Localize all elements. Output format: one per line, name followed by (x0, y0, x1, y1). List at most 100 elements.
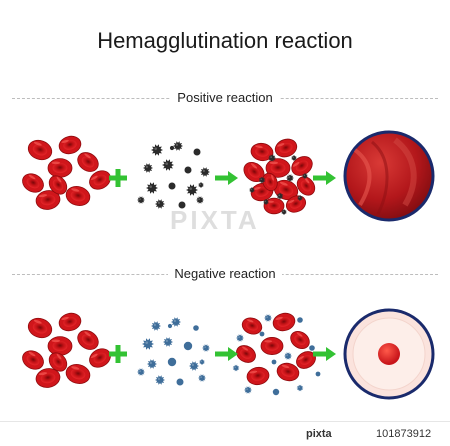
virus-icon (297, 317, 303, 323)
virus-icon (176, 378, 184, 386)
red-cell-button (378, 343, 400, 365)
antibody-icon (168, 182, 176, 190)
cells-layer (22, 135, 316, 388)
antibody-icon (173, 141, 183, 151)
antibody-icon (146, 182, 158, 194)
footer-image-id: 101873912 (376, 428, 432, 440)
red-blood-cell-icon (274, 138, 298, 158)
antibody-icon (162, 159, 174, 171)
red-blood-cell-icon (58, 135, 82, 155)
red-blood-cell-icon (250, 142, 274, 162)
virus-icon (183, 341, 193, 351)
antibody-icon (263, 199, 269, 205)
antibody-icon (137, 196, 145, 204)
antibody-icon (268, 154, 276, 162)
red-blood-cell-icon (276, 362, 300, 382)
negative-section-label: Negative reaction (0, 266, 450, 281)
virus-icon (142, 338, 154, 350)
virus-icon (244, 386, 252, 394)
antibody-icon (143, 163, 153, 173)
virus-icon (151, 321, 161, 331)
virus-icon (315, 371, 321, 377)
virus-icon (155, 375, 165, 385)
virus-icon (284, 352, 292, 360)
red-blood-cell-icon (48, 175, 68, 195)
red-blood-cell-icon (58, 312, 82, 332)
red-blood-cell-icon (89, 348, 111, 368)
virus-icon (198, 374, 206, 382)
virus-icon (167, 323, 173, 329)
wells-layer (343, 130, 435, 400)
red-blood-cell-icon (246, 366, 270, 386)
antibody-icon (200, 167, 210, 177)
virus-icon (163, 337, 173, 347)
virus-icon (296, 384, 304, 392)
antibody-icon (249, 187, 255, 193)
antibody-icon (155, 199, 165, 209)
virus-icon (264, 314, 272, 322)
virus-icon (271, 359, 277, 365)
virus-icon (171, 317, 181, 327)
antibody-icon (196, 196, 204, 204)
red-blood-cell-icon (241, 317, 263, 335)
test-well-icon (343, 130, 435, 222)
antibody-icon (281, 209, 287, 215)
antibody-icon (258, 176, 266, 184)
page-title: Hemagglutination reaction (97, 28, 353, 53)
red-blood-cell-icon (291, 156, 313, 176)
virus-icon (202, 344, 210, 352)
virus-icon (259, 331, 265, 337)
antibody-icon (276, 192, 284, 200)
antibody-icon (151, 144, 163, 156)
red-blood-cell-icon (262, 172, 278, 192)
virus-icon (147, 359, 157, 369)
antibody-icon (297, 195, 303, 201)
virus-icon (309, 345, 315, 351)
antibody-icon (291, 155, 297, 161)
virus-icon (167, 357, 177, 367)
antibody-icon (286, 174, 294, 182)
footer-bar: pixta 101873912 (0, 421, 450, 446)
red-blood-cell-icon (89, 170, 111, 190)
plus-icon (109, 169, 127, 187)
red-blood-cell-icon (22, 173, 44, 193)
red-blood-cell-icon (265, 158, 291, 178)
red-blood-cell-icon (260, 337, 284, 355)
red-blood-cell-icon (296, 351, 316, 369)
virus-icon (272, 388, 280, 396)
virus-icon (199, 359, 205, 365)
red-blood-cell-icon (77, 152, 99, 172)
red-blood-cell-icon (35, 368, 61, 388)
red-blood-cell-icon (27, 317, 53, 339)
virus-icon (189, 361, 199, 371)
plus-icon (109, 345, 127, 363)
footer-brand: pixta (306, 428, 332, 440)
red-blood-cell-icon (47, 158, 73, 178)
negative-label-text: Negative reaction (168, 266, 282, 281)
red-blood-cell-icon (77, 330, 99, 350)
antibody-icon (169, 145, 175, 151)
positive-section-label: Positive reaction (0, 90, 450, 105)
symbols-layer (109, 141, 336, 396)
red-blood-cell-icon (272, 312, 296, 332)
arrow-right-icon (215, 347, 238, 361)
red-blood-cell-icon (27, 139, 53, 161)
arrow-right-icon (313, 171, 336, 185)
antibody-icon (193, 148, 201, 156)
watermark: PIXTA (170, 205, 260, 235)
red-blood-cell-icon (290, 331, 310, 349)
antibody-icon (178, 201, 186, 209)
red-blood-cell-icon (65, 186, 91, 206)
red-blood-cell-icon (236, 345, 256, 363)
virus-icon (137, 368, 145, 376)
antibody-icon (184, 166, 192, 174)
red-blood-cell-icon (263, 197, 285, 215)
red-blood-cell-icon (47, 336, 73, 356)
virus-icon (236, 334, 244, 342)
positive-label-text: Positive reaction (171, 90, 279, 105)
red-blood-cell-icon (48, 352, 68, 372)
test-well-icon (343, 308, 435, 400)
antibody-icon (302, 173, 308, 179)
virus-icon (193, 325, 199, 331)
